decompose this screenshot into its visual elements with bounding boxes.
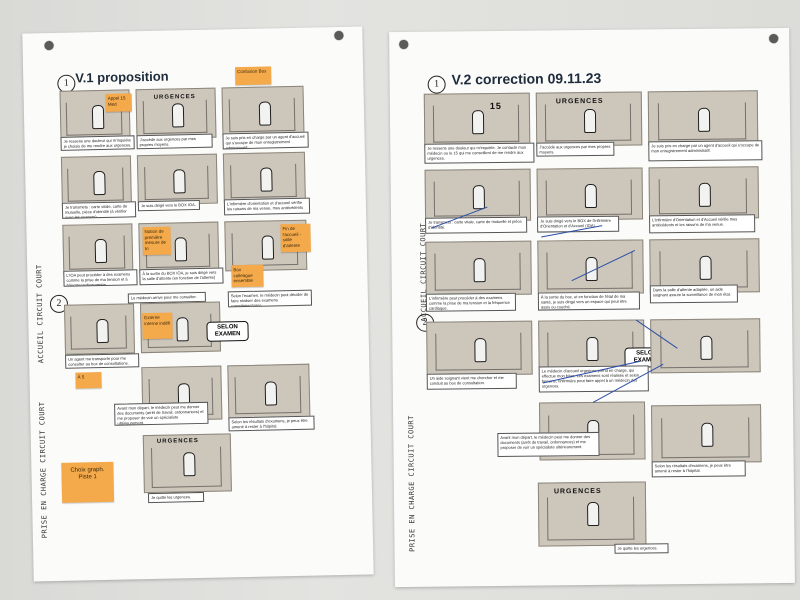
panel-caption: Je suis pris en charge par un agent d'ac… bbox=[222, 131, 309, 150]
sheet-title: V.2 correction 09.11.23 bbox=[451, 69, 602, 88]
panel-caption: Je suis dirigé vers le BOX IOA. bbox=[137, 199, 201, 212]
panel-caption: Selon l'examen, le médecin peut décider … bbox=[227, 289, 313, 308]
panel-caption: Selon les résultats d'examens, je peux ê… bbox=[228, 415, 315, 432]
urgences-sign: URGENCES bbox=[153, 94, 196, 101]
section-label: PRISE EN CHARGE CIRCUIT COURT bbox=[38, 401, 49, 539]
storyboard-panel bbox=[537, 239, 644, 295]
panel-caption: À la sortie du box, et en fonction de l'… bbox=[537, 291, 641, 311]
panel-caption: L'infirmière peut procéder à des examens… bbox=[425, 292, 517, 312]
urgences-sign: URGENCES bbox=[156, 438, 199, 445]
storyboard-panel bbox=[650, 318, 761, 374]
storyboard-panel bbox=[536, 167, 644, 221]
storyboard-panel bbox=[425, 240, 532, 296]
panel-caption: J'accède aux urgences par mes propres mo… bbox=[136, 133, 213, 150]
storyboard-panel bbox=[227, 363, 311, 420]
section-label: PRISE EN CHARGE CIRCUIT COURT bbox=[407, 415, 417, 552]
magnet bbox=[334, 30, 344, 41]
panel-caption: Un agent me transporte pour me consulter… bbox=[65, 353, 140, 369]
magnet bbox=[769, 34, 779, 44]
storyboard-sheet-v1: V.1 proposition 1 2 ACCUEIL CIRCUIT COUR… bbox=[22, 26, 374, 582]
panel-caption: Un aide soignant vient me chercher et me… bbox=[426, 372, 517, 390]
storyboard-sheet-v2: V.2 correction 09.11.23 1 2 ACCUEIL CIRC… bbox=[389, 27, 795, 588]
panel-caption: Je transmets : carte vitale, carte de mu… bbox=[61, 201, 137, 219]
sticky-note: Notion de première mesure de tri bbox=[142, 226, 171, 256]
storyboard-panel bbox=[426, 320, 533, 376]
sticky-note: Choix graph. Piste 1 bbox=[61, 461, 115, 503]
storyboard-panel bbox=[222, 151, 306, 204]
panel-caption: Je ressens une douleur qui m'inquiète. J… bbox=[424, 142, 535, 164]
urgences-sign: URGENCES bbox=[553, 487, 602, 496]
panel-caption: L'infirmière d'orientation et d'accueil … bbox=[223, 197, 311, 216]
panel-caption: L'IOA peut procéder à des examens comme … bbox=[63, 269, 138, 287]
panel-caption: Avant mon départ, le médecin peut me don… bbox=[497, 431, 600, 457]
selon-examen-bubble: SELON EXAMEN bbox=[206, 320, 249, 342]
magnet bbox=[44, 40, 54, 51]
sticky-note: Confusion Box bbox=[235, 66, 272, 86]
storyboard-panel bbox=[424, 168, 532, 222]
section-label: ACCUEIL CIRCUIT COURT bbox=[35, 264, 46, 364]
panel-caption: Je quitte les urgences. bbox=[614, 543, 669, 554]
storyboard-panel bbox=[136, 153, 218, 206]
storyboard-panel bbox=[647, 90, 759, 146]
panel-caption: Selon les résultats d'examens, je peux ê… bbox=[651, 460, 746, 478]
sticky-note: Externe interne indéfi bbox=[142, 312, 173, 340]
storyboard-panel bbox=[651, 404, 762, 464]
panel-caption: À la sortie du BOX IOA, je suis dirigé v… bbox=[139, 267, 224, 286]
storyboard-panel bbox=[63, 303, 136, 355]
sticky-note: Fin de l'accueil - salle d'attente bbox=[280, 223, 311, 253]
storyboard-panel bbox=[423, 92, 531, 148]
section-number: 1 bbox=[427, 75, 446, 94]
panel-caption: Je ressens une douleur qui m'inquiète je… bbox=[60, 135, 135, 151]
panel-caption: L'Infirmière d'Orientation et d'Accueil … bbox=[649, 214, 756, 234]
storyboard-panel bbox=[648, 166, 760, 220]
panel-caption: Je quitte les urgences. bbox=[147, 491, 205, 504]
panel-caption: Avant mon départ, le médecin peut me don… bbox=[114, 401, 209, 426]
magnet bbox=[399, 39, 409, 50]
urgences-sign: URGENCES bbox=[555, 97, 604, 106]
sticky-note: Box colleague ensemble bbox=[231, 264, 264, 288]
panel-caption: Je suis pris en charge par un agent d'ac… bbox=[648, 140, 763, 162]
sticky-note: À 5 bbox=[75, 372, 102, 389]
storyboard-panel bbox=[60, 155, 132, 207]
dial-sign: 15 bbox=[489, 100, 502, 112]
storyboard-panel bbox=[62, 223, 134, 275]
panel-caption: Dans la salle d'attente adaptée, un aide… bbox=[649, 284, 738, 304]
panel-caption: J'accède aux urgences par mes propres mo… bbox=[536, 141, 615, 157]
sticky-note: Appel 15 Med bbox=[105, 93, 132, 112]
storyboard-panel bbox=[221, 85, 305, 138]
sheet-title: V.1 proposition bbox=[75, 68, 169, 86]
